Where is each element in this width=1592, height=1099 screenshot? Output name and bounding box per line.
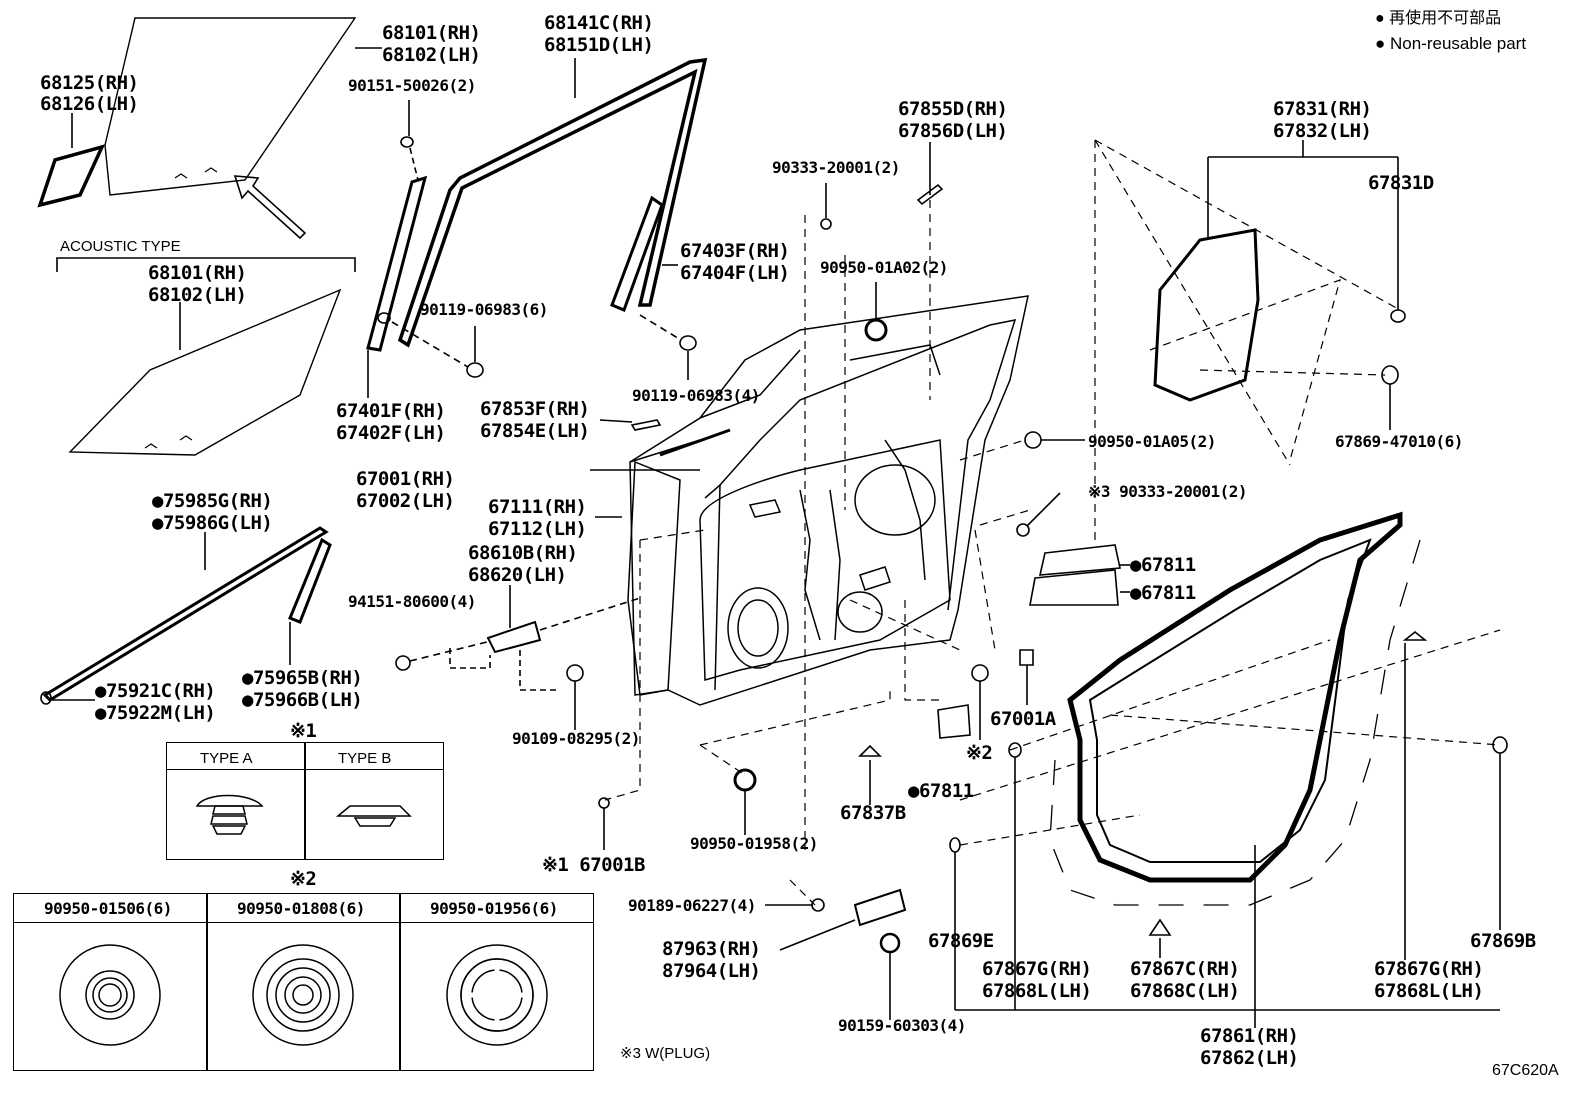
door-glass-arrow [233,175,307,240]
door-lock-bracket [779,888,907,1020]
label-87963: 87963(RH) [662,938,761,960]
legend-jp: ● 再使用不可部品 [1375,10,1502,27]
grommet-col-3-label: 90950-01956(6) [430,899,558,918]
label-67854e: 67854E(LH) [480,420,590,442]
label-75965b: ●75965B(RH) [242,667,363,689]
bolt-90119-6 [391,321,484,378]
label-90109: 90109-08295(2) [512,729,640,748]
label-67867g-rh-a: 67867G(RH) [982,958,1092,980]
label-75985g: ●75985G(RH) [152,490,273,512]
label-90950-01958: 90950-01958(2) [690,834,818,853]
label-67868l-lh-a: 67868L(LH) [982,980,1092,1002]
label-67811-b: ●67811 [1130,582,1196,604]
label-90189: 90189-06227(4) [628,896,756,915]
label-67112: 67112(LH) [488,518,587,540]
label-67869b: 67869B [1470,930,1536,952]
label-68102-lh-acoustic: 68102(LH) [148,284,247,306]
door-weatherstrip [949,511,1508,1028]
label-67868l-lh-b: 67868L(LH) [1374,980,1484,1002]
label-67001: 67001(RH) [356,468,455,490]
label-67811-a: ●67811 [1130,554,1196,576]
label-90119-6: 90119-06983(6) [420,300,548,319]
label-67856d: 67856D(LH) [898,120,1008,142]
type-table-header [166,742,444,770]
label-90151: 90151-50026(2) [348,76,476,95]
label-90950-01a02: 90950-01A02(2) [820,258,948,277]
label-67853f: 67853F(RH) [480,398,590,420]
label-67867c: 67867C(RH) [1130,958,1240,980]
label-67404f: 67404F(LH) [680,262,790,284]
label-68620: 68620(LH) [468,564,567,586]
assembly-guide-lines [604,139,1501,906]
note1-mark: ※1 [290,720,317,742]
acoustic-bracket [56,257,356,272]
label-67868c: 67868C(LH) [1130,980,1240,1002]
label-90333-b: ※3 90333-20001(2) [1088,482,1248,501]
rear-lower-frame [610,195,678,312]
grommet-col-2-label: 90950-01808(6) [237,899,365,918]
grommet-table-header [13,893,594,923]
label-67862: 67862(LH) [1200,1047,1299,1069]
label-68610b: 68610B(RH) [468,542,578,564]
label-67811-c: ●67811 [908,780,974,802]
bolt-90119-4 [639,314,697,380]
label-90333-a: 90333-20001(2) [772,158,900,177]
label-75922m: ●75922M(LH) [95,702,216,724]
label-67001b: ※1 67001B [542,854,645,876]
label-75986g: ●75986G(LH) [152,512,273,534]
label-67831d: 67831D [1368,172,1434,194]
label-67403f: 67403F(RH) [680,240,790,262]
label-acoustic-type: ACOUSTIC TYPE [60,238,181,255]
label-67837b: 67837B [840,802,906,824]
label-75921c: ●75921C(RH) [95,680,216,702]
label-90159: 90159-60303(4) [838,1016,966,1035]
label-67861: 67861(RH) [1200,1025,1299,1047]
label-67831: 67831(RH) [1273,98,1372,120]
type-b-label: TYPE B [338,750,392,767]
label-68101-rh-acoustic: 68101(RH) [148,262,247,284]
label-note2-mark: ※2 [966,742,993,764]
label-67401f: 67401F(RH) [336,400,446,422]
label-67867g-rh-b: 67867G(RH) [1374,958,1484,980]
door-panel-assembly [627,295,1029,706]
acoustic-glass [68,288,342,456]
label-note3: ※3 W(PLUG) [620,1045,711,1062]
front-lower-frame [366,175,428,398]
front-door-glass-illustration [104,17,382,196]
label-90950-01a05: 90950-01A05(2) [1088,432,1216,451]
label-87964: 87964(LH) [662,960,761,982]
small-quarter-glass [37,113,106,208]
label-67869e: 67869E [928,930,994,952]
label-90119-4: 90119-06983(4) [632,386,760,405]
door-check-assembly [395,585,641,730]
note2-mark-b: ※2 [290,868,317,890]
label-75966b: ●75966B(LH) [242,689,363,711]
label-68151d: 68151D(LH) [544,34,654,56]
label-67002: 67002(LH) [356,490,455,512]
label-67869-47010: 67869-47010(6) [1335,432,1463,451]
rear-pillar-garnish [288,537,332,665]
service-hole-cover [1153,140,1406,430]
label-67001a: 67001A [990,708,1056,730]
glass-run-channel [397,57,708,348]
figure-code: 67C620A [1492,1062,1559,1079]
label-94151: 94151-80600(4) [348,592,476,611]
label-67832: 67832(LH) [1273,120,1372,142]
bolt-clip-90151 [400,100,419,181]
legend-en: ● Non-reusable part [1375,34,1527,53]
label-68101-rh: 68101(RH) [382,22,481,44]
label-67855d: 67855D(RH) [898,98,1008,120]
label-68126: 68126(LH) [40,93,139,115]
small-clips [598,142,1130,912]
label-68125: 68125(RH) [40,72,139,94]
belt-moulding-outer [40,526,329,705]
label-68102-lh: 68102(LH) [382,44,481,66]
type-a-label: TYPE A [200,750,253,767]
grommet-col-1-label: 90950-01506(6) [44,899,172,918]
label-67111: 67111(RH) [488,496,587,518]
label-68141c: 68141C(RH) [544,12,654,34]
label-67402f: 67402F(LH) [336,422,446,444]
